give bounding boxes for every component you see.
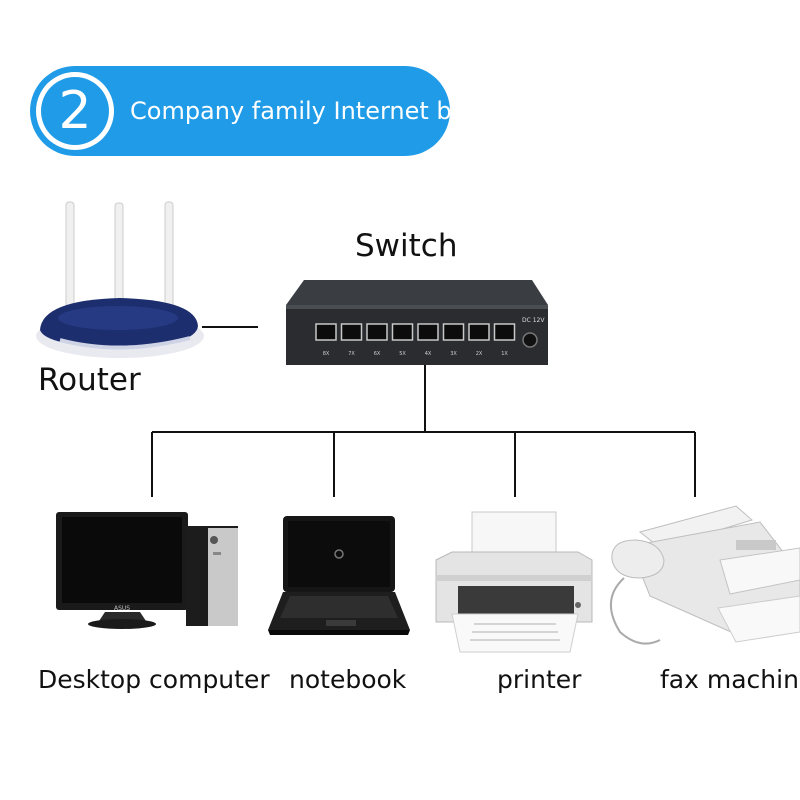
switch-port-label: 1X — [501, 351, 508, 357]
switch-port-label: 4X — [425, 351, 432, 357]
monitor-brand: ASUS — [114, 605, 130, 612]
printer-icon — [435, 511, 593, 653]
fax-machine-icon — [609, 505, 800, 645]
switch-port-label: 8X — [323, 351, 330, 357]
desktop-computer-icon — [56, 512, 238, 629]
switch-port-label: 6X — [374, 351, 381, 357]
step-number: 2 — [41, 77, 109, 145]
switch-ports: 8X 7X 6X 5X 4X 3X 2X 1X — [315, 323, 516, 357]
switch-port-label: 7X — [348, 351, 355, 357]
banner-title: Company family Internet bar — [130, 97, 477, 125]
notebook-label: notebook — [289, 665, 407, 694]
step-number-badge: 2 — [36, 72, 114, 150]
switch-port — [442, 323, 465, 341]
switch-dc-label: DC 12V — [522, 317, 545, 324]
switch-port — [340, 323, 363, 341]
title-banner: 2 Company family Internet bar — [30, 66, 476, 156]
router-icon — [36, 201, 204, 358]
switch-port — [391, 323, 414, 341]
switch-power-jack — [522, 332, 538, 348]
switch-port — [366, 323, 388, 341]
fax-machine-label: fax machine — [660, 665, 800, 694]
switch-port-label: 2X — [476, 351, 483, 357]
switch-port-label: 5X — [399, 351, 406, 357]
switch-port — [493, 323, 516, 341]
switch-label: Switch — [355, 228, 458, 264]
desktop-computer-label: Desktop computer — [38, 665, 270, 694]
router-label: Router — [38, 362, 141, 398]
switch-port — [417, 323, 439, 341]
connection-lines — [151, 326, 696, 497]
printer-label: printer — [497, 665, 582, 694]
notebook-icon — [268, 516, 410, 635]
switch-port — [468, 323, 490, 341]
switch-port — [315, 323, 337, 341]
switch-port-label: 3X — [450, 351, 457, 357]
